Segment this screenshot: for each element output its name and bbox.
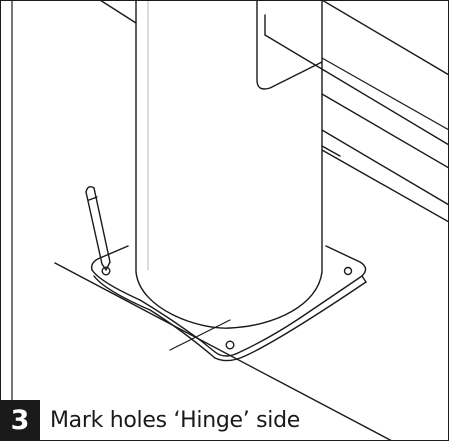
base-plate: [90, 245, 367, 362]
instruction-caption: 3 Mark holes ‘Hinge’ side: [0, 400, 300, 441]
upper-rail: [99, 0, 449, 146]
marking-line: [54, 262, 393, 441]
instruction-text: Mark holes ‘Hinge’ side: [50, 408, 300, 433]
post: [135, 0, 323, 329]
gate-panel: [256, 0, 449, 223]
step-number-badge: 3: [0, 400, 40, 441]
marker-pen-icon: [85, 185, 111, 271]
